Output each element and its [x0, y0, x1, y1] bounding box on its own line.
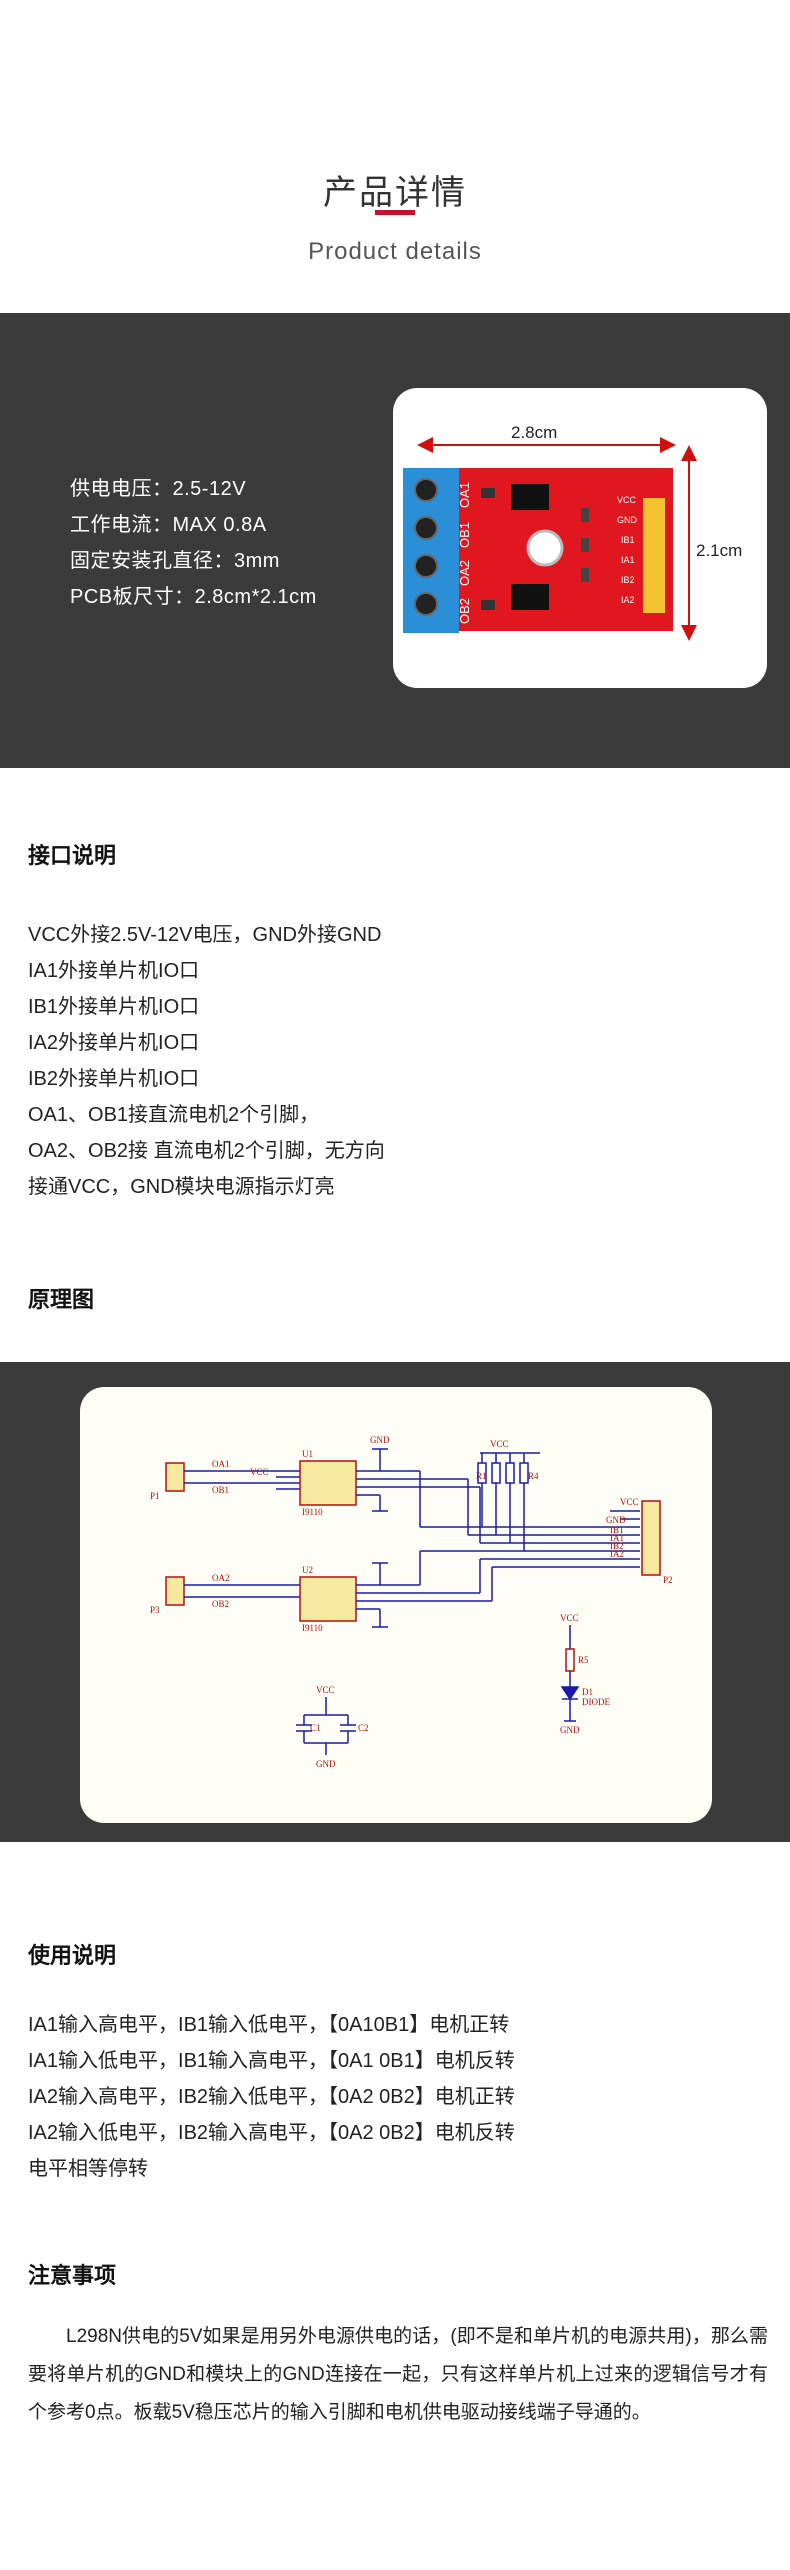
svg-text:GND: GND	[606, 1515, 626, 1525]
svg-text:VCC: VCC	[250, 1467, 269, 1477]
svg-text:OA2: OA2	[457, 560, 472, 586]
terminal-labels: OB2 OA2 OB1 OA1	[457, 482, 472, 624]
page-subtitle: Product details	[308, 238, 482, 265]
svg-text:I9110: I9110	[302, 1507, 323, 1517]
usage-line-2: IA1输入低电平，IB1输入高电平，【0A1 0B1】电机反转	[28, 2050, 515, 2072]
schematic-diagram: P1 P3 P2 U1 U2 I9110 I9110 OA1 OB1 OA2 O…	[150, 1435, 673, 1769]
svg-text:R1: R1	[476, 1471, 487, 1481]
svg-text:C1: C1	[310, 1723, 321, 1733]
notes-paragraph: L298N供电的5V如果是用另外电源供电的话，(即不是和单片机的电源共用)，那么…	[28, 2326, 768, 2423]
svg-text:GND: GND	[617, 515, 638, 525]
product-image-card: 2.8cm 2.1cm OB2 OA2 OB1 OA1 VCC GND IB1 …	[393, 388, 767, 688]
svg-text:VCC: VCC	[560, 1613, 579, 1623]
svg-text:C2: C2	[358, 1723, 369, 1733]
svg-text:OB2: OB2	[212, 1599, 229, 1609]
svg-text:IB2: IB2	[621, 575, 635, 585]
svg-text:VCC: VCC	[620, 1497, 639, 1507]
svg-text:VCC: VCC	[490, 1439, 509, 1449]
svg-text:OA2: OA2	[212, 1573, 230, 1583]
svg-text:OB1: OB1	[457, 522, 472, 548]
svg-text:OA1: OA1	[457, 482, 472, 508]
interface-heading: 接口说明	[28, 843, 117, 868]
interface-line-8: 接通VCC，GND模块电源指示灯亮	[28, 1176, 335, 1198]
svg-text:OA1: OA1	[212, 1459, 230, 1469]
svg-text:IA1: IA1	[621, 555, 635, 565]
usage-line-5: 电平相等停转	[28, 2158, 148, 2180]
svg-text:IB1: IB1	[621, 535, 635, 545]
svg-text:IA2: IA2	[621, 595, 635, 605]
spec-pcb-size: PCB板尺寸：2.8cm*2.1cm	[70, 586, 317, 608]
schematic-labels: P1 P3 P2 U1 U2 I9110 I9110 OA1 OB1 OA2 O…	[150, 1435, 673, 1769]
svg-text:P1: P1	[150, 1491, 160, 1501]
driver-chip-2	[511, 584, 549, 610]
svg-text:I9110: I9110	[302, 1623, 323, 1633]
interface-line-2: IA1外接单片机IO口	[28, 960, 200, 982]
module-photo: 2.8cm 2.1cm OB2 OA2 OB1 OA1 VCC GND IB1 …	[403, 423, 742, 641]
dim-height-label: 2.1cm	[696, 541, 742, 560]
svg-text:IB1: IB1	[610, 1525, 624, 1535]
interface-line-3: IB1外接单片机IO口	[28, 996, 200, 1018]
mounting-hole	[526, 529, 564, 567]
svg-text:P3: P3	[150, 1605, 160, 1615]
title-underline	[375, 210, 415, 215]
driver-chip-1	[511, 484, 549, 510]
svg-text:IA1: IA1	[610, 1533, 624, 1543]
svg-text:D1: D1	[582, 1687, 593, 1697]
usage-heading: 使用说明	[28, 1943, 117, 1968]
svg-text:U2: U2	[302, 1565, 313, 1575]
interface-line-1: VCC外接2.5V-12V电压，GND外接GND	[28, 924, 382, 946]
svg-text:R4: R4	[528, 1471, 539, 1481]
interface-line-5: IB2外接单片机IO口	[28, 1068, 200, 1090]
dim-width-label: 2.8cm	[511, 423, 557, 442]
interface-line-7: OA2、OB2接 直流电机2个引脚，无方向	[28, 1140, 385, 1162]
pin-labels: VCC GND IB1 IA1 IB2 IA2	[617, 495, 638, 605]
svg-text:OB1: OB1	[212, 1485, 229, 1495]
svg-text:U1: U1	[302, 1449, 313, 1459]
schematic-heading: 原理图	[28, 1287, 95, 1312]
svg-text:IA2: IA2	[610, 1549, 624, 1559]
usage-line-1: IA1输入高电平，IB1输入低电平，【0A10B1】电机正转	[28, 2014, 510, 2036]
svg-text:OB2: OB2	[457, 598, 472, 624]
svg-text:R5: R5	[578, 1655, 589, 1665]
svg-text:GND: GND	[560, 1725, 580, 1735]
interface-line-4: IA2外接单片机IO口	[28, 1032, 200, 1054]
usage-line-3: IA2输入高电平，IB2输入低电平，【0A2 0B2】电机正转	[28, 2086, 515, 2108]
svg-text:IB2: IB2	[610, 1541, 624, 1551]
svg-text:VCC: VCC	[316, 1685, 335, 1695]
notes-heading: 注意事项	[28, 2263, 117, 2288]
schematic-card: P1 P3 P2 U1 U2 I9110 I9110 OA1 OB1 OA2 O…	[80, 1387, 712, 1823]
svg-text:P2: P2	[663, 1575, 673, 1585]
spec-current: 工作电流：MAX 0.8A	[70, 514, 267, 536]
svg-text:DIODE: DIODE	[582, 1697, 610, 1707]
svg-text:GND: GND	[316, 1759, 336, 1769]
svg-text:VCC: VCC	[617, 495, 637, 505]
pin-header	[643, 498, 665, 613]
svg-text:GND: GND	[370, 1435, 390, 1445]
interface-line-6: OA1、OB1接直流电机2个引脚，	[28, 1104, 320, 1126]
spec-voltage: 供电电压：2.5-12V	[70, 478, 247, 500]
usage-line-4: IA2输入低电平，IB2输入高电平，【0A2 0B2】电机反转	[28, 2122, 515, 2144]
spec-hole: 固定安装孔直径：3mm	[70, 550, 280, 572]
page-title: 产品详情	[323, 174, 467, 212]
